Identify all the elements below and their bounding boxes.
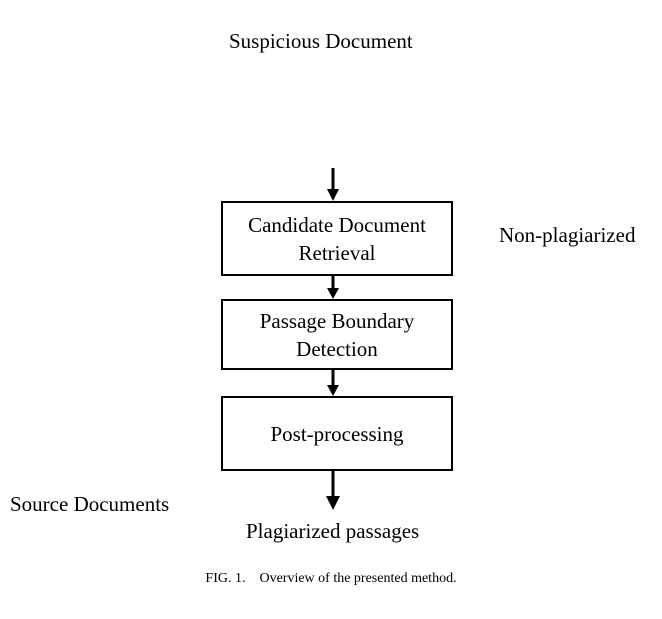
step-1-line-1: Candidate Document: [248, 212, 426, 237]
step-passage-boundary-detection: Passage Boundary Detection: [221, 299, 453, 370]
step-1-line-2: Retrieval: [298, 240, 376, 265]
non-plagiarized-label: Non-plagiarized: [499, 223, 636, 247]
figure-caption: FIG. 1. Overview of the presented method…: [205, 571, 457, 586]
output-label: Plagiarized passages: [246, 519, 420, 543]
arrow-step2-step3: [327, 370, 339, 396]
step-2-line-1: Passage Boundary: [259, 308, 415, 333]
arrow-output: [326, 471, 340, 510]
step-post-processing: Post-processing: [221, 396, 453, 471]
step-candidate-document-retrieval: Candidate Document Retrieval: [221, 201, 453, 276]
step-3-line-1: Post-processing: [270, 421, 404, 446]
arrow-input: [327, 168, 339, 201]
source-documents-label: Source Documents: [10, 492, 170, 516]
step-2-line-2: Detection: [296, 336, 378, 361]
input-label: Suspicious Document: [229, 29, 413, 53]
arrow-step1-step2: [327, 276, 339, 299]
